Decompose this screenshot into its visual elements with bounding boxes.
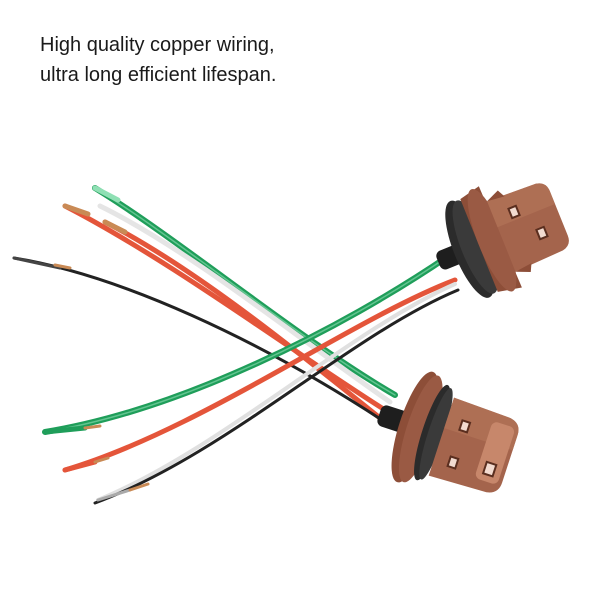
wire-white-upper bbox=[97, 203, 393, 405]
wire-white-lower bbox=[96, 282, 457, 502]
wire-harness bbox=[12, 185, 460, 505]
socket-lower-right bbox=[377, 371, 519, 493]
wire-black-lower bbox=[93, 288, 460, 505]
wire-red-upper-2 bbox=[102, 219, 383, 421]
caption-line-2: ultra long efficient lifespan. bbox=[40, 64, 277, 86]
caption-line-1: High quality copper wiring, bbox=[40, 34, 275, 56]
wire-red-upper-1 bbox=[62, 203, 388, 413]
wire-red-lower bbox=[62, 277, 458, 473]
socket-upper-right bbox=[436, 183, 569, 298]
wire-green-upper bbox=[92, 185, 398, 398]
copper-tip bbox=[92, 185, 121, 203]
product-caption: High quality copper wiring, ultra long e… bbox=[40, 30, 276, 90]
